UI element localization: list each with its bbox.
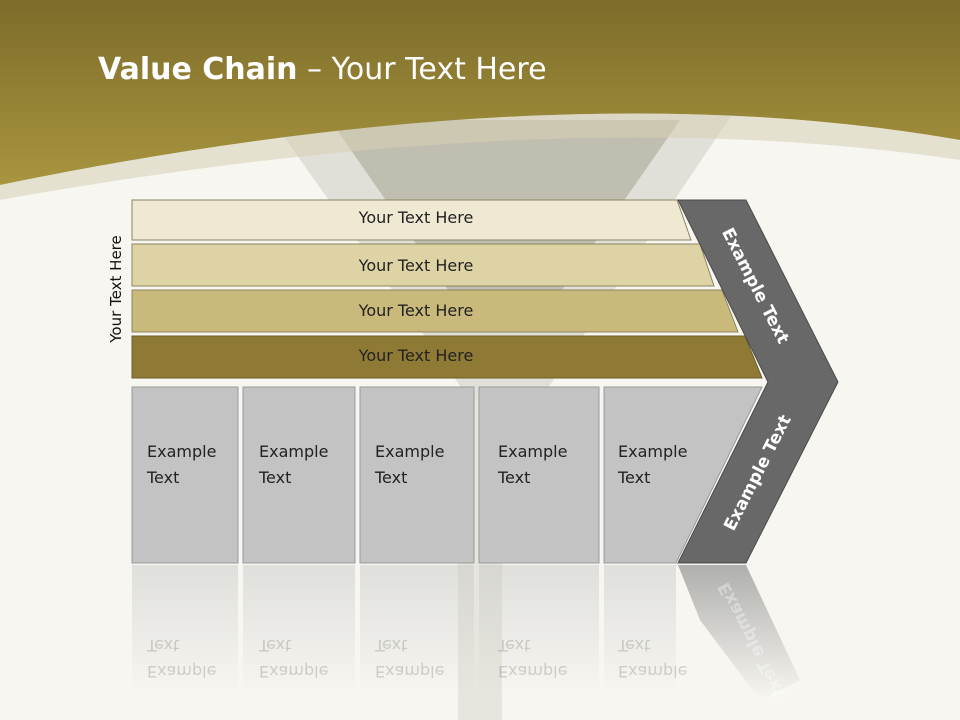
- cell-reflection-label-2-line2: Text: [259, 636, 292, 655]
- cell-reflection-label-5-line1: Example: [618, 662, 688, 681]
- cell-reflection-label-5-line2: Text: [618, 636, 651, 655]
- cell-reflection-label-3-line1: Example: [375, 662, 445, 681]
- layer-label-3: Your Text Here: [358, 301, 474, 320]
- cell-label-4-line1: Example: [498, 442, 568, 461]
- cell-box-4: [478, 386, 600, 564]
- cell-label-3-line1: Example: [375, 442, 445, 461]
- cell-reflection-label-1-line1: Example: [147, 662, 217, 681]
- cell-reflection-label-1: Example Text: [147, 632, 216, 684]
- chevron-reflection: [678, 565, 800, 700]
- title-bold: Value Chain: [98, 52, 298, 87]
- cell-box-1: [131, 386, 239, 564]
- layer-bar-4: [131, 335, 763, 379]
- cell-label-3-line2: Text: [375, 468, 408, 487]
- cell-reflection-label-3: Example Text: [375, 632, 444, 684]
- cell-reflection-2: [243, 565, 355, 695]
- layer-label-2: Your Text Here: [358, 256, 474, 275]
- cell-label-1-line1: Example: [147, 442, 217, 461]
- cell-label-4-line2: Text: [498, 468, 531, 487]
- chevron-arrow: [677, 199, 839, 564]
- cell-reflection-label-2-line1: Example: [259, 662, 329, 681]
- cell-reflection-label-3-line2: Text: [375, 636, 408, 655]
- cell-label-1-line2: Text: [147, 468, 180, 487]
- layer-label-1: Your Text Here: [358, 208, 474, 227]
- cell-box-5: [603, 386, 763, 564]
- cell-reflection-label-4-line2: Text: [498, 636, 531, 655]
- cell-label-5-line1: Example: [618, 442, 688, 461]
- page-title: Value Chain – Your Text Here: [98, 52, 547, 87]
- cell-reflection-5: [604, 565, 676, 695]
- cell-reflection-label-2: Example Text: [259, 632, 328, 684]
- cell-reflection-4: [479, 565, 599, 695]
- layer-bar-1: [131, 199, 692, 241]
- cell-reflection-3: [360, 565, 474, 695]
- cell-label-2-line1: Example: [259, 442, 329, 461]
- cell-reflection-label-4-line1: Example: [498, 662, 568, 681]
- cell-label-2-line2: Text: [259, 468, 292, 487]
- cell-label-5-line2: Text: [618, 468, 651, 487]
- cell-box-3: [359, 386, 475, 564]
- cell-reflection-label-4: Example Text: [498, 632, 567, 684]
- cell-reflection-label-1-line2: Text: [147, 636, 180, 655]
- layer-bar-2: [131, 243, 715, 287]
- title-rest: – Your Text Here: [297, 52, 547, 87]
- layer-bar-3: [131, 289, 739, 333]
- layer-label-4: Your Text Here: [358, 346, 474, 365]
- cell-reflection-label-5: Example Text: [618, 632, 687, 684]
- cell-reflection-1: [132, 565, 238, 695]
- cell-box-2: [242, 386, 356, 564]
